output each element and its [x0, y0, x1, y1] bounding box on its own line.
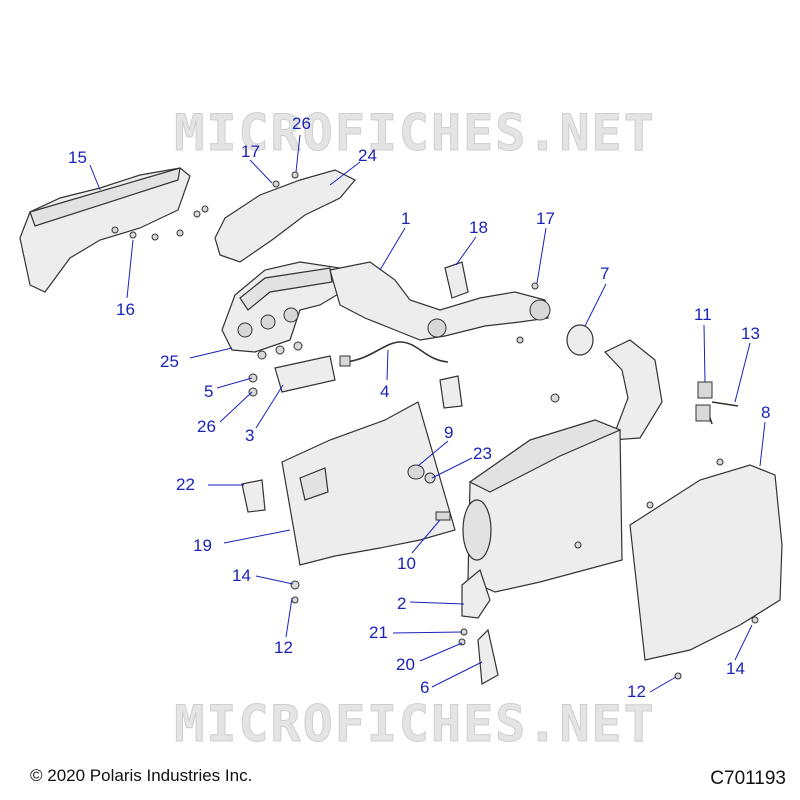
callout-17b: 17: [536, 209, 555, 228]
callout-4: 4: [380, 382, 390, 401]
figure-code: C701193: [710, 768, 786, 789]
clamp-upper: [439, 375, 463, 409]
tail-pipe: [603, 339, 663, 441]
callout-26b: 26: [197, 417, 216, 436]
callout-23: 23: [473, 444, 492, 463]
washer-23: [424, 472, 436, 484]
callout-14a: 14: [232, 566, 251, 585]
callout-6: 6: [420, 678, 430, 697]
callout-25: 25: [160, 352, 179, 371]
upper-shield-24: [214, 169, 356, 263]
spring-11a: [697, 381, 713, 399]
callout-15: 15: [68, 148, 87, 167]
spark-arrestor-6: [477, 628, 499, 685]
heat-shield-19: [281, 401, 456, 566]
callout-24: 24: [358, 146, 377, 165]
clamp-22: [241, 479, 266, 513]
callout-8: 8: [761, 403, 771, 422]
callout-11: 11: [694, 305, 712, 324]
catalyst-pipe-1: [329, 261, 549, 341]
heat-shield-15: [19, 167, 191, 293]
o2-sensor-4: [344, 341, 449, 363]
callout-14b: 14: [726, 659, 745, 678]
callout-21: 21: [369, 623, 388, 642]
callout-22: 22: [176, 475, 195, 494]
watermark-top: MICROFICHES.NET: [174, 104, 656, 163]
bracket-18: [444, 261, 469, 299]
callout-16: 16: [116, 300, 135, 319]
grommet-9: [407, 464, 425, 480]
callout-17a: 17: [241, 142, 260, 161]
callout-1: 1: [401, 209, 411, 228]
outlet-pipe-2: [461, 568, 491, 619]
callout-18: 18: [469, 218, 488, 237]
callout-13: 13: [741, 324, 760, 343]
callout-3: 3: [245, 426, 255, 445]
callout-12b: 12: [627, 682, 646, 701]
manifold-gasket-3: [274, 355, 336, 393]
callout-19: 19: [193, 536, 212, 555]
spring-11b: [695, 404, 711, 422]
callout-20: 20: [396, 655, 415, 674]
heat-shield-8: [629, 464, 783, 661]
bolt-10: [435, 511, 451, 521]
callout-9: 9: [444, 423, 454, 442]
callout-2: 2: [397, 594, 407, 613]
callout-5: 5: [204, 382, 214, 401]
gasket-7: [566, 324, 594, 356]
callout-26a: 26: [292, 114, 311, 133]
callout-12a: 12: [274, 638, 293, 657]
callout-7: 7: [600, 264, 610, 283]
callout-10: 10: [397, 554, 416, 573]
copyright-text: © 2020 Polaris Industries Inc.: [30, 766, 253, 785]
watermark-bottom: MICROFICHES.NET: [174, 695, 656, 754]
